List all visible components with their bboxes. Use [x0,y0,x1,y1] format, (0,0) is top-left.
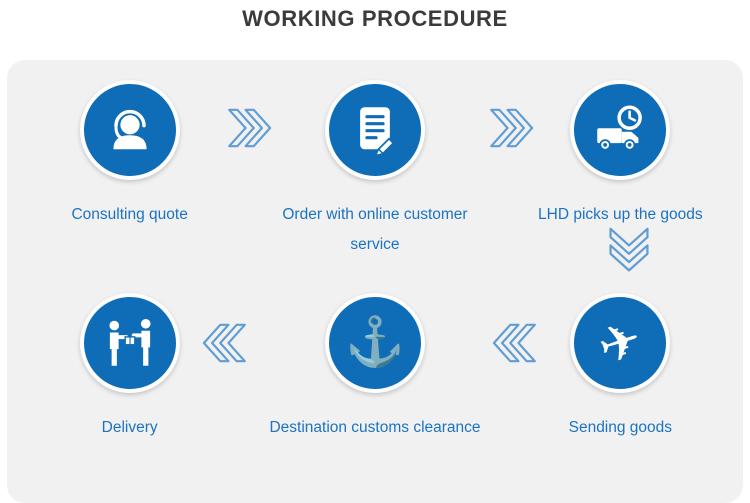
airplane-icon: ✈ [591,309,649,377]
step-circle [324,80,425,180]
pickup-truck-clock-icon [597,105,643,151]
page-title: WORKING PROCEDURE [242,6,508,31]
step-label: Sending goods [568,419,673,436]
step-circle [570,80,671,180]
step-lhd-pickup: LHD picks up the goods [498,80,743,260]
step-label: LHD picks up the goods [538,206,703,223]
step-circle [79,293,180,393]
procedure-panel: Consulting quote Order with online custo… [7,60,743,503]
chevron-right-icon [227,108,275,148]
step-circle [79,80,180,180]
step-label: Order with online customer service [282,206,468,253]
consulting-headset-icon [113,109,147,150]
step-sending-goods: ✈ Sending goods [498,293,743,443]
chevron-left-icon [489,323,537,363]
procedure-row-top: Consulting quote Order with online custo… [7,80,743,260]
step-circle: ⚓ [324,293,425,393]
step-order-online: Order with online customer service [252,80,497,260]
step-customs-clearance: ⚓ Destination customs clearance [252,293,497,443]
delivery-handover-icon [109,318,151,366]
step-circle: ✈ [570,293,671,393]
chevron-right-icon [489,108,537,148]
procedure-row-bottom: Delivery ⚓ Destination customs clearance… [7,293,743,443]
step-label: Consulting quote [71,206,188,223]
step-label: Destination customs clearance [269,419,481,436]
step-delivery: Delivery [7,293,252,443]
anchor-icon: ⚓ [345,316,405,369]
step-label: Delivery [101,419,158,436]
order-document-pencil-icon [360,107,395,157]
chevron-left-icon [199,323,247,363]
chevron-down-icon [607,227,651,275]
step-consulting-quote: Consulting quote [7,80,252,260]
